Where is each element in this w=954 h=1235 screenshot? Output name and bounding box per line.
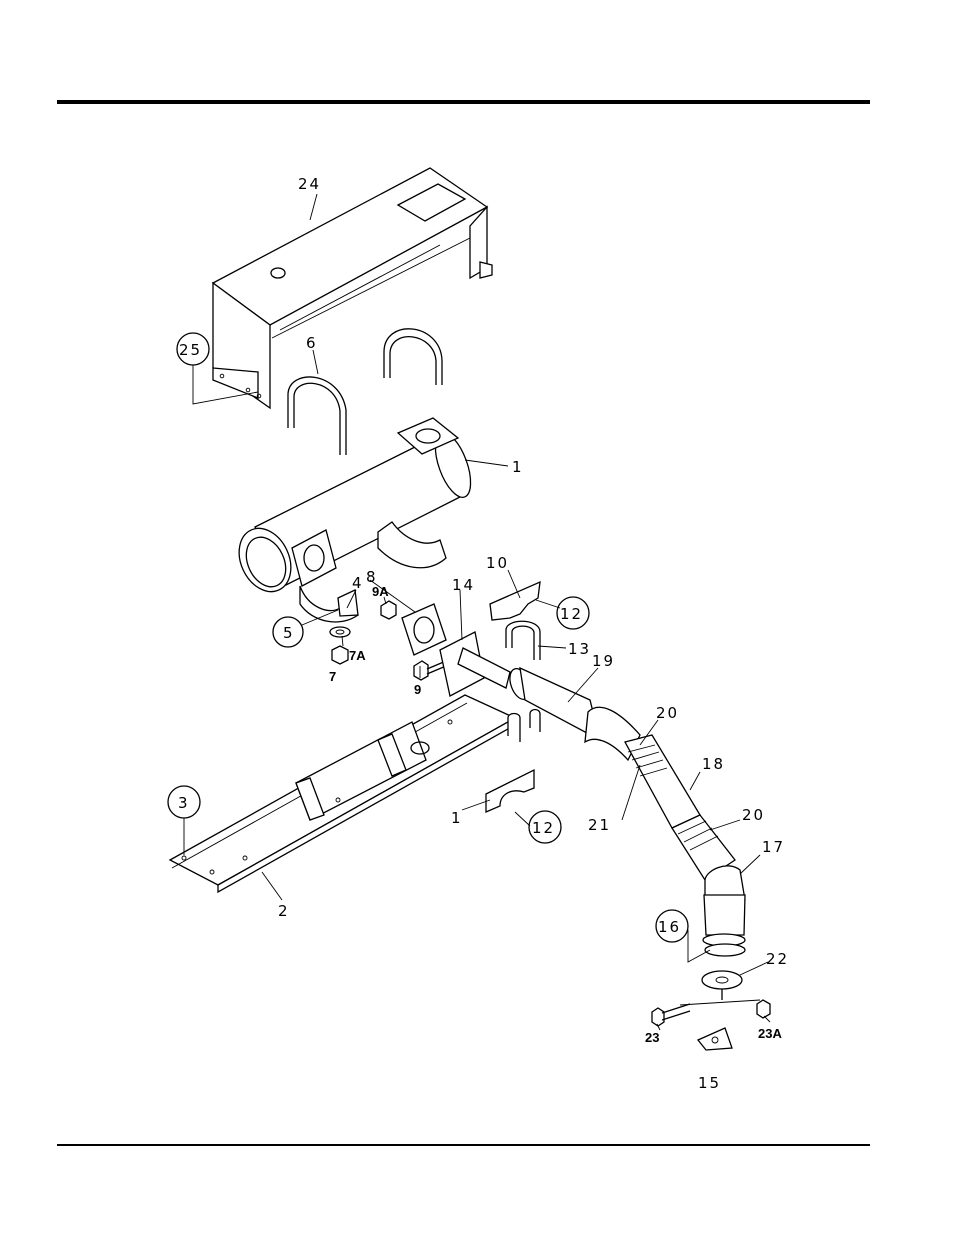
label-15: 15 — [698, 1074, 721, 1092]
label-9a: 9A — [372, 584, 389, 599]
label-19: 19 — [592, 652, 615, 670]
label-10: 10 — [486, 554, 509, 572]
label-17: 17 — [762, 838, 785, 856]
flange-parts-22-23-15 — [652, 971, 770, 1050]
label-13: 13 — [568, 640, 591, 658]
bolt-9-icon — [414, 661, 428, 680]
bracket-part-10 — [490, 582, 540, 620]
label-9: 9 — [414, 682, 421, 697]
base-plate-part-2 — [170, 695, 540, 892]
nut-23a-icon — [757, 1000, 770, 1018]
label-7a: 7A — [349, 648, 366, 663]
label-6: 6 — [306, 334, 318, 352]
label-3: 3 — [178, 794, 190, 812]
label-23a: 23A — [758, 1026, 782, 1041]
label-24: 24 — [298, 175, 321, 193]
label-22: 22 — [766, 950, 789, 968]
label-16: 16 — [658, 918, 681, 936]
flex-pipe-parts-18-20-21-17 — [625, 735, 745, 956]
lower-bracket-part-1-12 — [486, 770, 534, 812]
label-4: 4 — [352, 574, 364, 592]
label-18: 18 — [702, 755, 725, 773]
label-20-upper: 20 — [656, 704, 679, 722]
label-21: 21 — [588, 816, 611, 834]
label-23: 23 — [645, 1030, 659, 1045]
cover-box-part-24 — [213, 168, 492, 408]
label-12-lower: 12 — [532, 819, 555, 837]
label-25: 25 — [179, 341, 202, 359]
label-1-lower: 1 — [451, 809, 463, 827]
label-7: 7 — [329, 669, 336, 684]
label-1: 1 — [512, 458, 524, 476]
label-20-lower: 20 — [742, 806, 765, 824]
bolt-23-icon — [652, 1008, 664, 1026]
nut-9a-icon — [381, 601, 396, 619]
label-2: 2 — [278, 902, 290, 920]
label-12-upper: 12 — [560, 605, 583, 623]
nut-7-icon — [332, 646, 348, 664]
label-14: 14 — [452, 576, 475, 594]
label-5: 5 — [283, 624, 295, 642]
